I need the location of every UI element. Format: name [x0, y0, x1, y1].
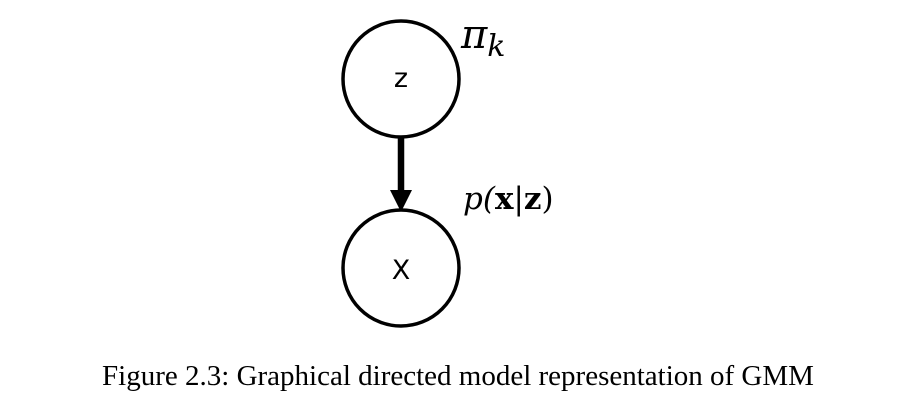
edge-arrow-head — [390, 190, 412, 212]
edge-z-to-x — [390, 137, 412, 212]
prior-subscript: k — [487, 29, 505, 64]
prior-annotation: πk — [460, 12, 505, 64]
node-z: z — [341, 19, 461, 139]
likelihood-var-x: x — [495, 181, 514, 217]
likelihood-bar: | — [513, 181, 523, 217]
likelihood-suffix: ) — [542, 181, 554, 217]
likelihood-var-z: z — [524, 181, 542, 217]
node-x: X — [341, 208, 461, 328]
node-x-label: X — [392, 255, 411, 286]
likelihood-prefix: p( — [463, 181, 496, 217]
node-x-circle — [341, 208, 461, 328]
prior-symbol: π — [460, 12, 488, 58]
node-z-label: z — [394, 63, 408, 94]
figure-caption: Figure 2.3: Graphical directed model rep… — [102, 360, 814, 392]
likelihood-annotation: p(x|z) — [463, 181, 554, 217]
